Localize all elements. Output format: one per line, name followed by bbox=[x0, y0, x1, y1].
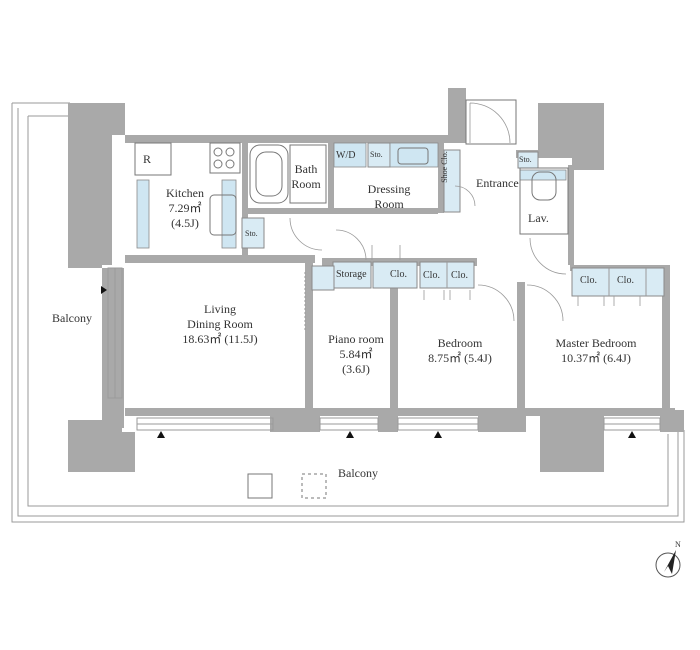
master-name: Master Bedroom bbox=[555, 336, 637, 350]
utility-fixtures bbox=[333, 142, 569, 235]
piano-jo: (3.6J) bbox=[342, 362, 370, 376]
dressing-line2: Room bbox=[374, 197, 404, 211]
kitchen-jo: (4.5J) bbox=[171, 216, 199, 230]
kitchen-fixtures bbox=[134, 142, 265, 249]
sto-label-kitchen: Sto. bbox=[245, 229, 258, 238]
master-bedroom-label: Master Bedroom 10.37㎡ (6.4J) bbox=[542, 336, 650, 366]
closet-label-bedroom-2: Clo. bbox=[451, 270, 468, 281]
compass-label: N bbox=[675, 540, 681, 549]
refrigerator-label: R bbox=[143, 152, 152, 166]
living-label: Living Dining Room 18.63㎡ (11.5J) bbox=[170, 302, 270, 347]
kitchen-label: Kitchen 7.29㎡ (4.5J) bbox=[150, 186, 220, 231]
closets bbox=[332, 261, 665, 297]
bedroom-label: Bedroom 8.75㎡ (5.4J) bbox=[412, 336, 508, 366]
washer-label: W/D bbox=[336, 150, 356, 161]
bedroom-area: 8.75㎡ (5.4J) bbox=[428, 351, 492, 365]
piano-room-label: Piano room 5.84㎡ (3.6J) bbox=[318, 332, 394, 377]
dressing-line1: Dressing bbox=[367, 182, 411, 196]
balcony-outline bbox=[11, 102, 685, 523]
balcony-tiles bbox=[247, 473, 327, 499]
dressing-label: Dressing Room bbox=[356, 182, 422, 212]
sto-label-entrance: Sto. bbox=[519, 155, 532, 164]
bath-fixtures bbox=[249, 144, 327, 204]
window-arrows bbox=[101, 286, 636, 438]
doors bbox=[289, 99, 641, 322]
closet-label-master-2: Clo. bbox=[617, 275, 634, 286]
living-line2: Dining Room bbox=[187, 317, 253, 331]
piano-area: 5.84㎡ bbox=[339, 347, 373, 361]
lavatory-label: Lav. bbox=[528, 211, 549, 225]
closet-label-bedroom-1: Clo. bbox=[423, 270, 440, 281]
compass-icon bbox=[655, 550, 681, 578]
bath-line2: Room bbox=[291, 177, 321, 191]
sto-label-bath: Sto. bbox=[370, 150, 383, 159]
master-area: 10.37㎡ (6.4J) bbox=[561, 351, 631, 365]
balcony-left-label: Balcony bbox=[52, 311, 92, 325]
living-line1: Living bbox=[204, 302, 236, 316]
windows bbox=[107, 267, 661, 431]
structural-walls bbox=[68, 88, 684, 472]
kitchen-name: Kitchen bbox=[166, 186, 204, 200]
piano-room-fixtures bbox=[304, 265, 335, 330]
bedroom-name: Bedroom bbox=[437, 336, 483, 350]
living-area: 18.63㎡ (11.5J) bbox=[182, 332, 258, 346]
closet-label-piano: Clo. bbox=[390, 269, 407, 280]
balcony-bottom-label: Balcony bbox=[338, 466, 378, 480]
closet-label-master-1: Clo. bbox=[580, 275, 597, 286]
kitchen-area: 7.29㎡ bbox=[168, 201, 202, 215]
bath-line1: Bath bbox=[294, 162, 318, 176]
shoe-closet-label: Shoe Clo. bbox=[440, 151, 449, 183]
piano-name: Piano room bbox=[328, 332, 384, 346]
storage-label: Storage bbox=[336, 269, 367, 280]
entrance-label: Entrance bbox=[476, 176, 519, 190]
bath-label: Bath Room bbox=[284, 162, 328, 192]
